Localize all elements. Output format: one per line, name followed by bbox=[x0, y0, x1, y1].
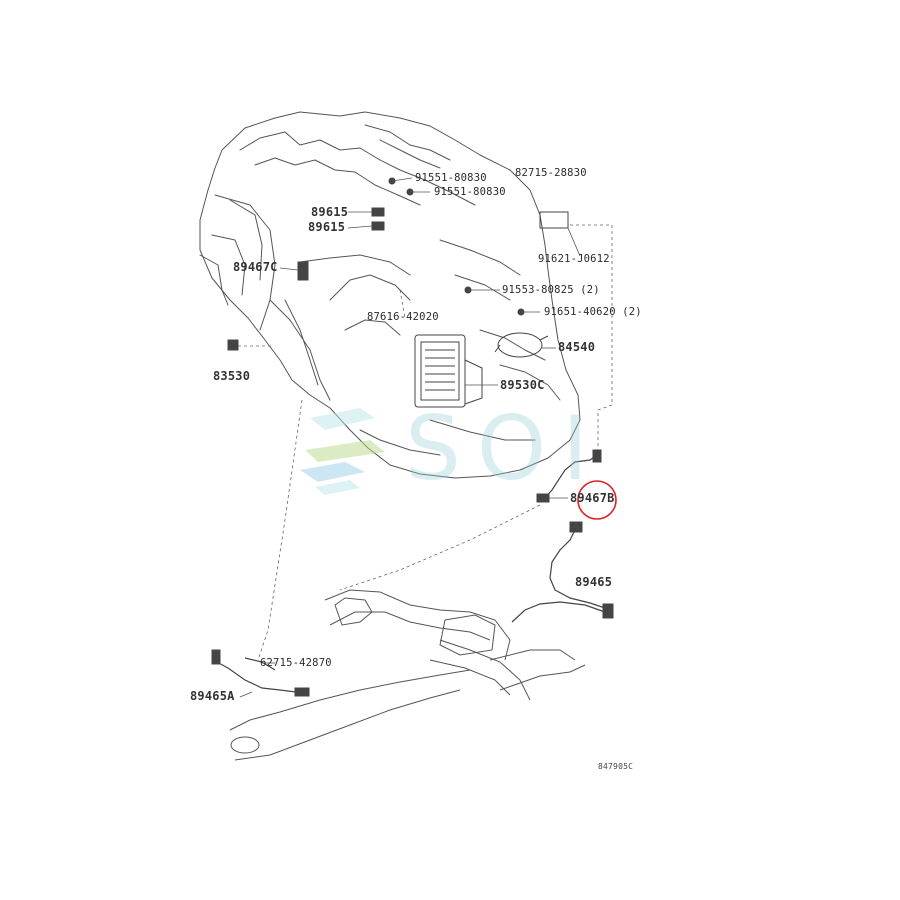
label-91553-80825: 91553-80825 (2) bbox=[502, 284, 600, 296]
label-89530c: 89530C bbox=[500, 378, 545, 392]
label-91651-40620: 91651-40620 (2) bbox=[544, 306, 642, 318]
label-82715-28830: 82715-28830 bbox=[515, 167, 587, 179]
label-89615-b: 89615 bbox=[308, 220, 346, 234]
connector-89465-b bbox=[602, 603, 614, 619]
highlight-circle bbox=[577, 480, 617, 520]
label-91551-80830-a: 91551-80830 bbox=[415, 172, 487, 184]
engine-outline bbox=[199, 111, 581, 479]
label-89465: 89465 bbox=[575, 575, 613, 589]
sensor-89467c bbox=[297, 261, 309, 281]
sensor-89615-a bbox=[371, 207, 385, 217]
label-83530: 83530 bbox=[213, 369, 251, 383]
switch-83530 bbox=[227, 339, 239, 351]
label-89465a: 89465A bbox=[190, 689, 235, 703]
label-91621-j0612: 91621-J0612 bbox=[538, 253, 610, 265]
sensor-89615-b bbox=[371, 221, 385, 231]
ecu-drawing bbox=[414, 334, 483, 408]
label-89467c: 89467C bbox=[233, 260, 278, 274]
connector-89465 bbox=[569, 521, 583, 533]
label-84540: 84540 bbox=[558, 340, 596, 354]
figure-reference: 847905C bbox=[598, 762, 634, 771]
watermark-logo bbox=[300, 408, 385, 495]
label-89467b: 89467B bbox=[570, 491, 615, 505]
label-62715-42870: 62715-42870 bbox=[260, 657, 332, 669]
watermark-text: SOI bbox=[405, 397, 605, 500]
label-87616-42020: 87616-42020 bbox=[367, 311, 439, 323]
exhaust-drawing bbox=[229, 589, 586, 761]
label-89615-a: 89615 bbox=[311, 205, 349, 219]
label-91551-80830-b: 91551-80830 bbox=[434, 186, 506, 198]
bracket-82715 bbox=[539, 211, 569, 229]
connector-89467b bbox=[592, 449, 602, 463]
bracket-62715 bbox=[211, 649, 221, 665]
vsv-drawing bbox=[494, 332, 549, 358]
sensor-89465a bbox=[294, 687, 310, 697]
